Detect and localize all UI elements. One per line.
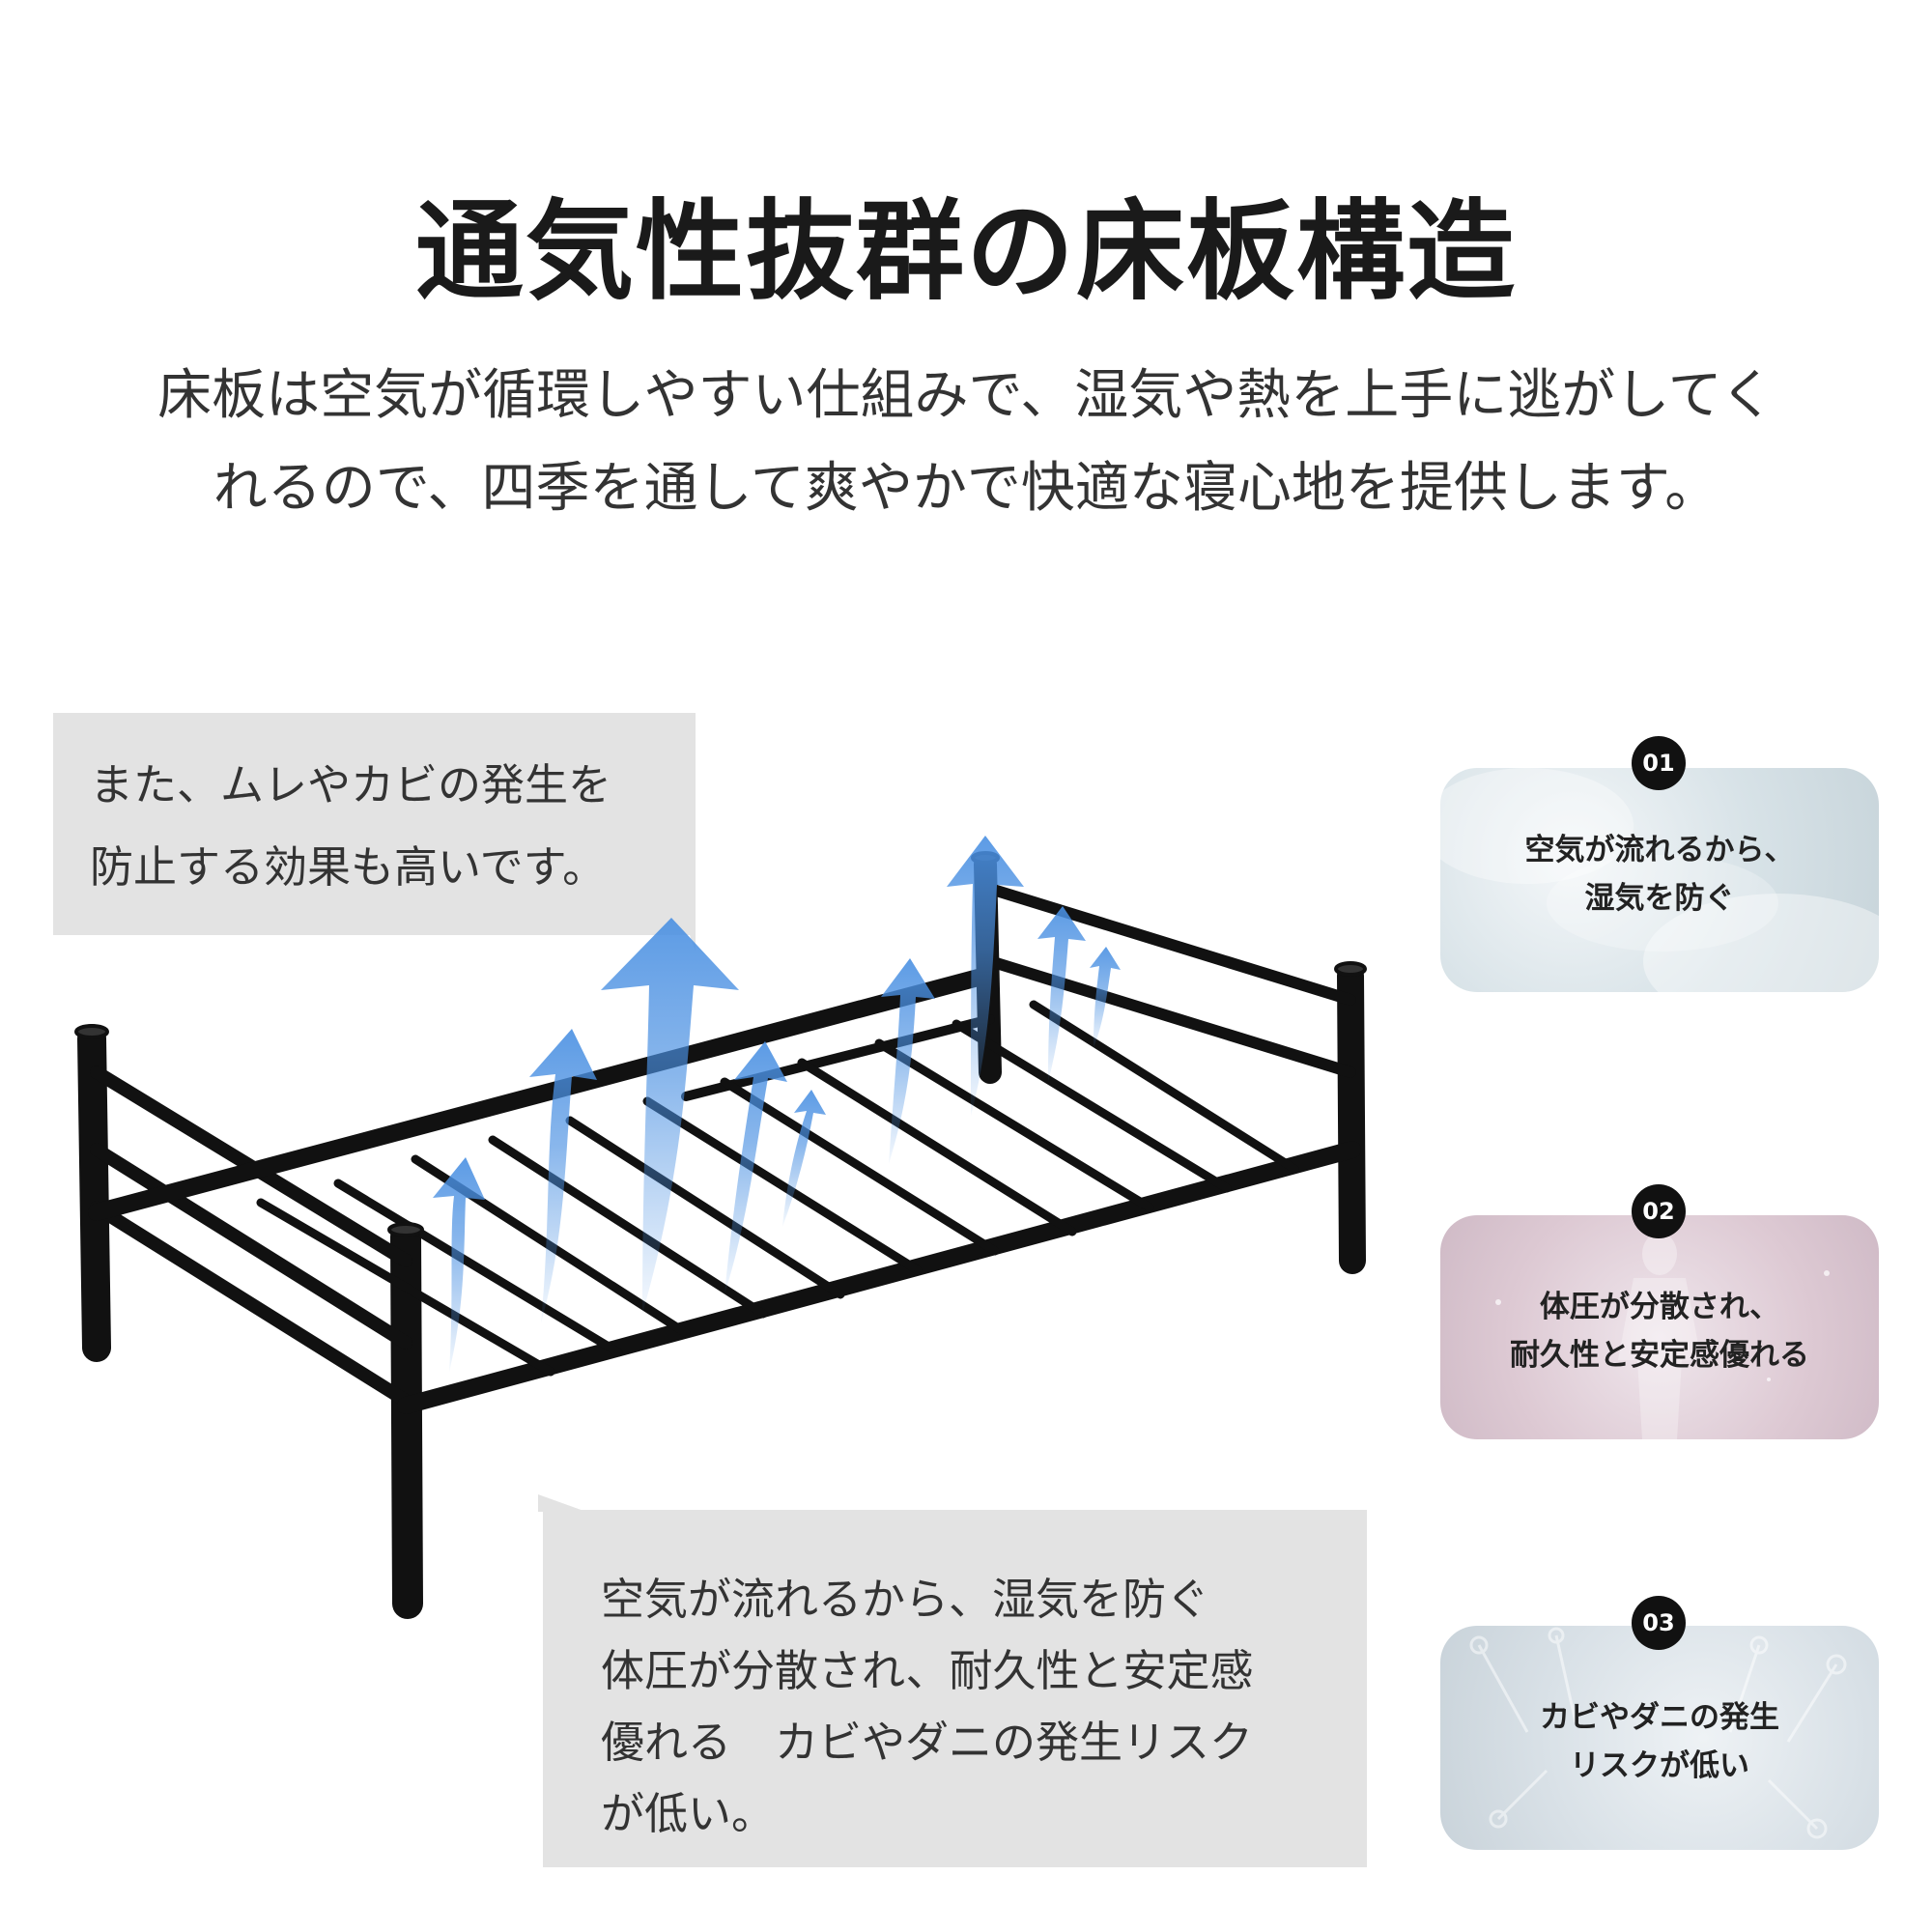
bed-frame-illustration bbox=[74, 836, 1367, 1619]
callout-top-line-1: また、ムレやカビの発生を bbox=[90, 759, 612, 810]
microbe-texture-icon bbox=[1469, 1627, 1847, 1839]
feature-card-3-line-2: リスクが低い bbox=[1570, 1748, 1749, 1783]
feature-card-3-line-1: カビやダニの発生 bbox=[1540, 1700, 1779, 1735]
bed-frame bbox=[74, 851, 1367, 1619]
feature-card-3-text: カビやダニの発生 リスクが低い bbox=[1440, 1693, 1879, 1790]
callout-top: また、ムレやカビの発生を 防止する効果も高いです。 bbox=[53, 713, 696, 935]
cloud-texture-icon bbox=[1440, 768, 1879, 992]
callout-bottom: 空気が流れるから、湿気を防ぐ 体圧が分散され、耐久性と安定感 優れる カビやダニ… bbox=[543, 1510, 1367, 1867]
feature-card-3: カビやダニの発生 リスクが低い bbox=[1440, 1626, 1879, 1850]
feature-card-2-text: 体圧が分散され、 耐久性と安定感優れる bbox=[1440, 1283, 1879, 1379]
callout-bottom-line-3: 優れる カビやダニの発生リスク bbox=[601, 1717, 1254, 1768]
leg-back-left bbox=[77, 1024, 111, 1362]
callout-top-line-2: 防止する効果も高いです。 bbox=[90, 841, 607, 893]
subtitle-line-2: れるので、四季を通して爽やかで快適な寝心地を提供します。 bbox=[213, 457, 1719, 520]
feature-card-1-text: 空気が流れるから、 湿気を防ぐ bbox=[1440, 826, 1879, 923]
feature-card-2-line-2: 耐久性と安定感優れる bbox=[1510, 1338, 1809, 1373]
feature-card-1: 空気が流れるから、 湿気を防ぐ bbox=[1440, 768, 1879, 992]
callout-bottom-line-2: 体圧が分散され、耐久性と安定感 bbox=[601, 1645, 1254, 1696]
feature-badge-2: 02 bbox=[1632, 1184, 1686, 1238]
leg-front-left bbox=[390, 1221, 423, 1619]
leg-front-right bbox=[1337, 962, 1366, 1274]
feature-card-2-line-1: 体圧が分散され、 bbox=[1539, 1290, 1780, 1324]
callout-bottom-line-1: 空気が流れるから、湿気を防ぐ bbox=[601, 1574, 1210, 1625]
body-silhouette-icon bbox=[1495, 1233, 1830, 1439]
callout-bottom-line-4: が低い。 bbox=[601, 1788, 776, 1839]
feature-card-1-line-1: 空気が流れるから、 bbox=[1524, 833, 1795, 867]
page-title: 通気性抜群の床板構造 bbox=[415, 189, 1517, 315]
feature-badge-3: 03 bbox=[1632, 1596, 1686, 1650]
subtitle-line-1: 床板は空気が循環しやすい仕組みで、湿気や熱を上手に逃がしてく bbox=[157, 364, 1775, 427]
callout-bottom-tail bbox=[538, 1494, 586, 1512]
feature-card-1-line-2: 湿気を防ぐ bbox=[1584, 881, 1735, 916]
airflow-arrows bbox=[433, 836, 1121, 1372]
feature-badge-1: 01 bbox=[1632, 736, 1686, 790]
page-subtitle: 床板は空気が循環しやすい仕組みで、湿気や熱を上手に逃がしてく れるので、四季を通… bbox=[77, 350, 1855, 535]
feature-card-2: 体圧が分散され、 耐久性と安定感優れる bbox=[1440, 1215, 1879, 1439]
